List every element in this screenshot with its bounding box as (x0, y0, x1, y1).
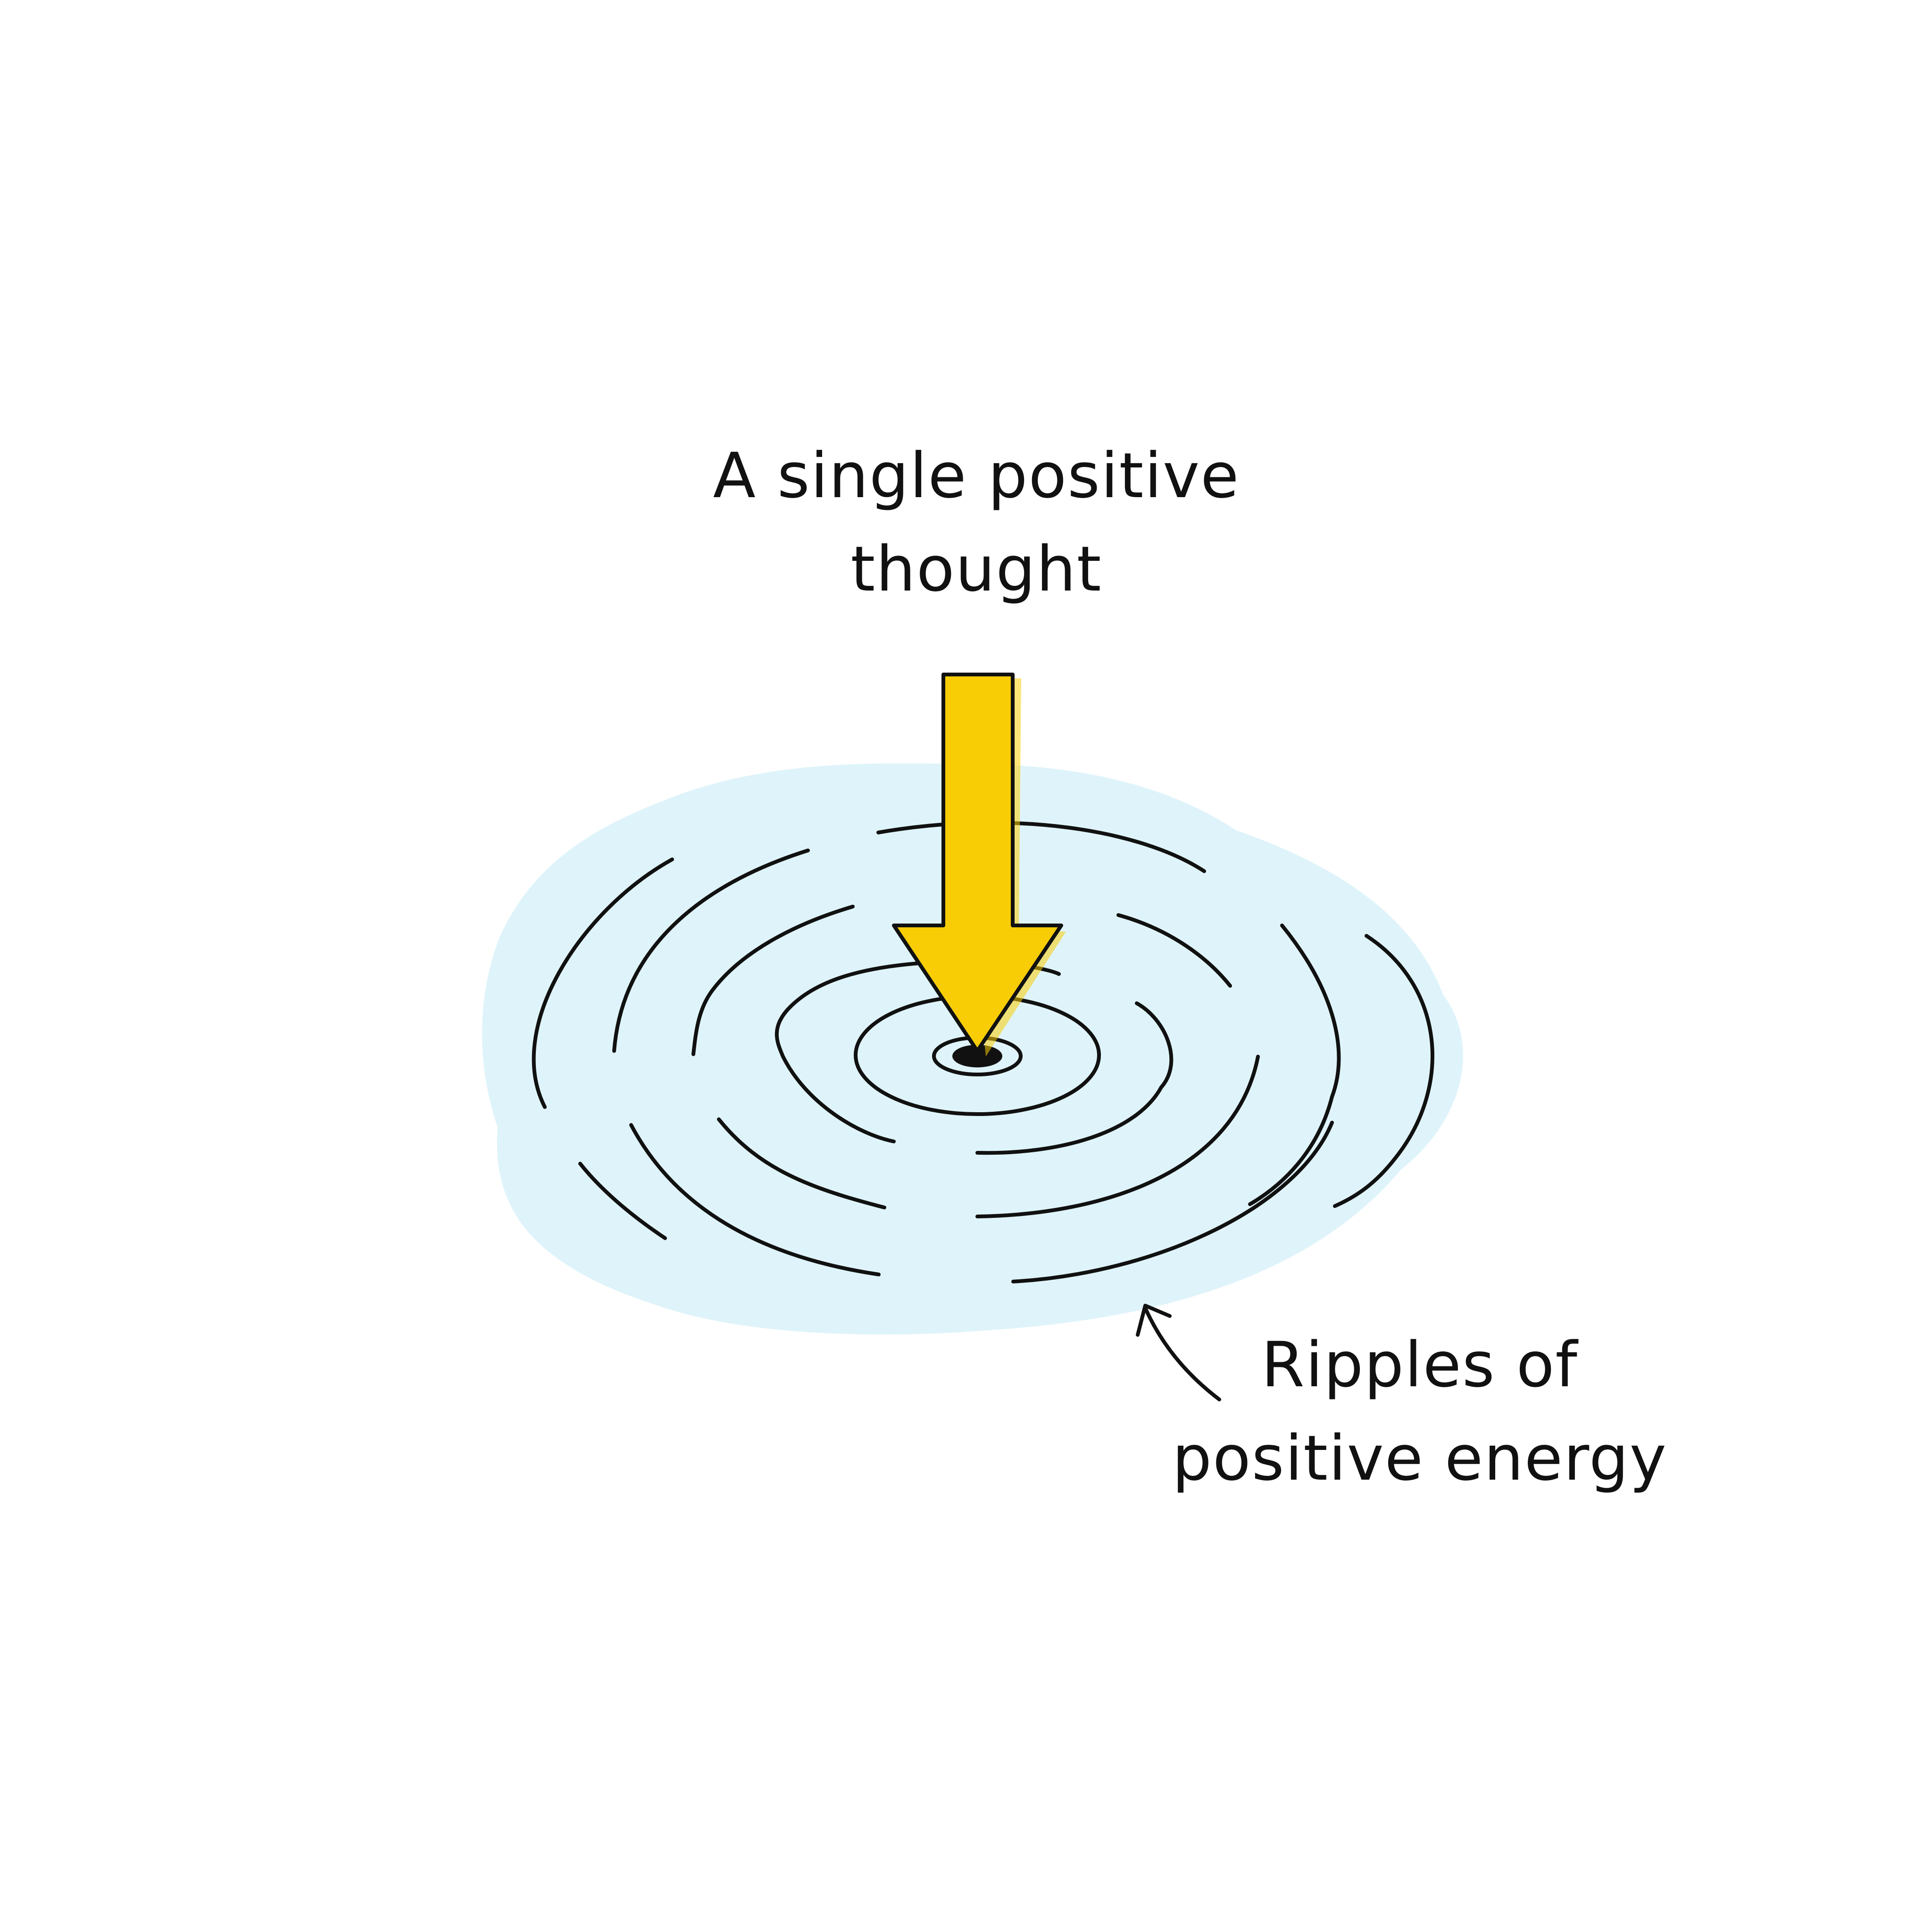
ripple-arc (1011, 1121, 1334, 1283)
drop-center-icon (952, 1045, 1002, 1067)
ripples-caption-line-1: Ripples of (1261, 1329, 1578, 1401)
curved-arrow-head (1136, 1304, 1172, 1337)
ripple-arc (1116, 913, 1232, 988)
ripple-arc (578, 1162, 667, 1240)
thought-caption-line-1: A single positive (713, 440, 1240, 512)
thought-caption: A single positive thought (519, 429, 1434, 616)
ripple-arc (1248, 924, 1341, 1206)
ripple-arc (691, 905, 855, 1056)
ripple-arc (717, 1117, 886, 1209)
ripples-caption: Ripples of positive energy (1151, 1318, 1689, 1505)
ripple-arc (612, 849, 810, 1053)
ripple-arc (1333, 934, 1434, 1208)
ripples-caption-line-2: positive energy (1172, 1422, 1667, 1495)
curved-arrow-icon (1143, 1306, 1221, 1401)
ripple-arc (532, 858, 674, 1109)
ripple-arc (774, 960, 936, 1143)
thought-caption-line-2: thought (850, 533, 1102, 606)
down-arrow-icon (892, 673, 1063, 1053)
ripple-arc (629, 1123, 881, 1276)
ripple-arc (876, 821, 1206, 873)
ripple-arc (975, 1055, 1260, 1218)
ripple-arc (975, 1001, 1174, 1155)
